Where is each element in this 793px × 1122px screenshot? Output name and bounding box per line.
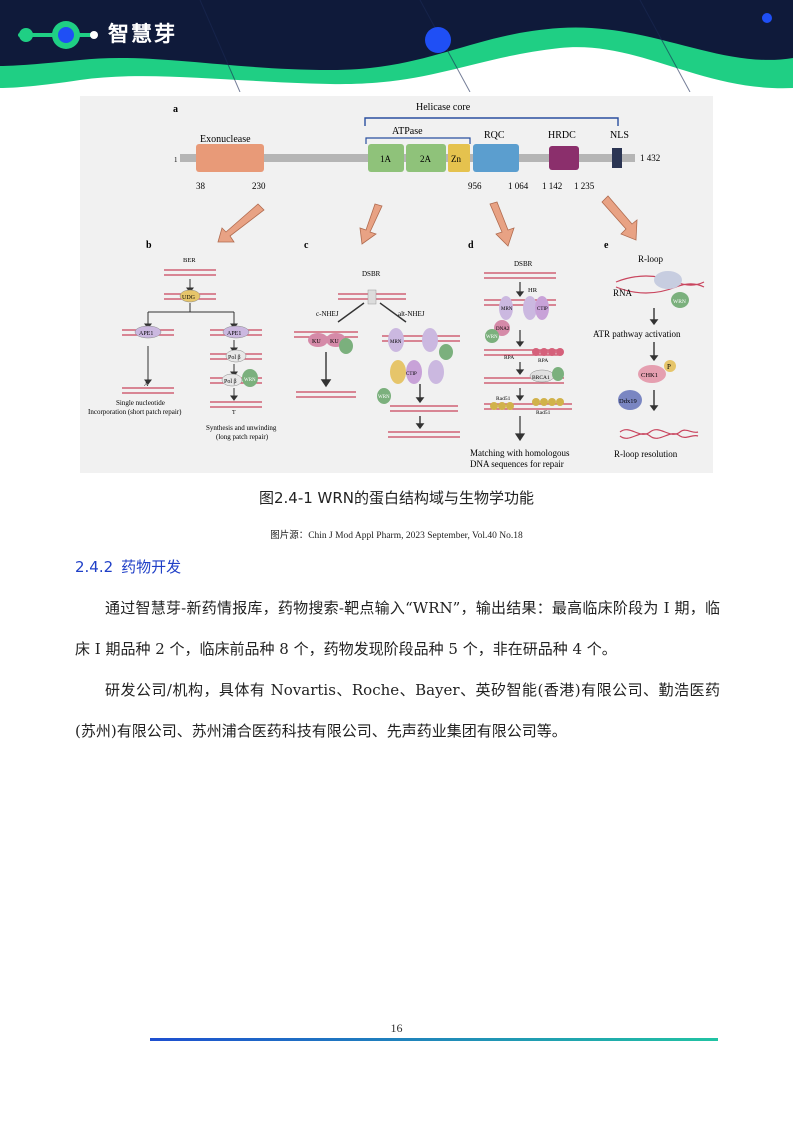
ku-label-2: KU xyxy=(330,339,339,345)
short-patch-line1: Single nucleotide xyxy=(116,399,165,407)
brand-logo-icon xyxy=(18,21,98,49)
atpase-label: ATPase xyxy=(392,126,423,137)
ape1-label-right: APE1 xyxy=(227,331,241,337)
matching-line1: Matching with homologous xyxy=(470,448,570,458)
ku-label-1: KU xyxy=(312,339,321,345)
wrn-label-e: WRN xyxy=(673,299,686,305)
pos-1142: 1 142 xyxy=(542,181,562,191)
rpa-label-1: RPA xyxy=(504,355,514,361)
resolution-label: R-loop resolution xyxy=(614,449,678,459)
wrn-domain-figure: a Helicase core ATPase Exonuclease RQC H… xyxy=(80,96,713,473)
ctip-label-c: CTIP xyxy=(406,372,417,377)
short-patch-line2: Incorporation (short patch repair) xyxy=(88,408,182,416)
wrn-label-b: WRN xyxy=(244,378,256,383)
rpa-label-2: RPA xyxy=(538,358,548,364)
page-number: 16 xyxy=(390,1021,403,1035)
hr-label: HR xyxy=(528,287,538,294)
header-wave-graphic xyxy=(0,0,793,93)
pos-1235: 1 235 xyxy=(574,181,595,191)
figure-source: 图片源：Chin J Mod Appl Pharm, 2023 Septembe… xyxy=(270,531,523,541)
domain-2a xyxy=(406,144,446,172)
domain-1a-label: 1A xyxy=(380,154,392,164)
phospho-label: P xyxy=(667,363,671,371)
mrn-label-d: MRN xyxy=(501,307,513,312)
wrn-label-c: WRN xyxy=(378,395,390,400)
brand-name: 智慧芽 xyxy=(108,22,177,46)
udg-label: UDG xyxy=(182,295,196,301)
helicase-core-label: Helicase core xyxy=(416,102,471,113)
panel-b-letter: b xyxy=(146,240,152,251)
dsbr-label-c: DSBR xyxy=(362,270,381,278)
rad51-label-1: Rad51 xyxy=(496,396,511,402)
domain-zn xyxy=(448,144,470,172)
rad51-label-2: Rad51 xyxy=(536,410,551,416)
polb-label-1: Pol β xyxy=(228,355,241,361)
panel-e-letter: e xyxy=(604,240,609,251)
exonuclease-domain xyxy=(196,144,264,172)
decor-dot-small-icon xyxy=(762,13,772,23)
cnhej-label: c-NHEJ xyxy=(316,310,339,318)
pos-38: 38 xyxy=(196,181,206,191)
footer-divider xyxy=(150,1038,718,1041)
ddx19-label: Ddx19 xyxy=(619,398,637,405)
ctip-label-d: CTIP xyxy=(537,307,548,312)
matching-line2: DNA sequences for repair xyxy=(470,459,564,469)
rqc-label: RQC xyxy=(484,130,505,141)
pos-start: 1 xyxy=(174,156,178,164)
base-a: A xyxy=(144,382,149,388)
hrdc-label: HRDC xyxy=(548,130,576,141)
panel-a-letter: a xyxy=(173,104,178,115)
base-t: T xyxy=(232,410,236,416)
altnhej-label: alt-NHEJ xyxy=(398,310,425,318)
dna2-label: DNA2 xyxy=(496,327,510,332)
atr-label: ATR pathway activation xyxy=(593,329,681,339)
pos-956: 956 xyxy=(468,181,482,191)
paragraph-clinical-status: 通过智慧芽-新药情报库，药物搜索-靶点输入“WRN”，输出结果：最高临床阶段为 … xyxy=(75,599,720,658)
domain-1a xyxy=(368,144,404,172)
ber-label: BER xyxy=(183,257,196,264)
figure-caption: 图2.4-1 WRN的蛋白结构域与生物学功能 xyxy=(258,489,535,507)
section-title: 药物开发 xyxy=(121,558,182,576)
panel-c-letter: c xyxy=(304,240,309,251)
dsbr-label-d: DSBR xyxy=(514,260,533,268)
panel-arrows xyxy=(217,195,638,247)
pos-230: 230 xyxy=(252,181,266,191)
pos-1064: 1 064 xyxy=(508,181,529,191)
panel-d-letter: d xyxy=(468,240,474,251)
exonuclease-label: Exonuclease xyxy=(200,134,251,145)
brca1-label: BRCA1 xyxy=(532,375,550,381)
section-heading: 2.4.2 药物开发 xyxy=(75,556,181,577)
wrn-label-d: WRN xyxy=(486,335,498,340)
pos-end: 1 432 xyxy=(640,153,660,163)
domain-2a-label: 2A xyxy=(420,154,432,164)
section-number: 2.4.2 xyxy=(75,558,114,576)
header-banner: 智慧芽 xyxy=(0,0,793,93)
mrn-label-c: MRN xyxy=(390,340,402,345)
nls-domain xyxy=(612,148,622,168)
paragraph-developers: 研发公司/机构，具体有 Novartis、Roche、Bayer、英矽智能(香港… xyxy=(75,681,720,740)
rna-label: RNA xyxy=(613,288,633,298)
decor-dot-icon xyxy=(425,27,451,53)
long-patch-line2: (long patch repair) xyxy=(216,433,269,441)
rloop-label: R-loop xyxy=(638,254,664,264)
figure-illustration: a Helicase core ATPase Exonuclease RQC H… xyxy=(88,102,705,469)
domain-zn-label: Zn xyxy=(451,154,461,164)
rqc-domain xyxy=(473,144,519,172)
nls-label: NLS xyxy=(610,130,629,141)
hrdc-domain xyxy=(549,146,579,170)
polb-label-2: Pol β xyxy=(224,379,237,385)
chk1-label: CHK1 xyxy=(641,372,658,379)
ape1-label-left: APE1 xyxy=(139,331,153,337)
long-patch-line1: Synthesis and unwinding xyxy=(206,424,277,432)
